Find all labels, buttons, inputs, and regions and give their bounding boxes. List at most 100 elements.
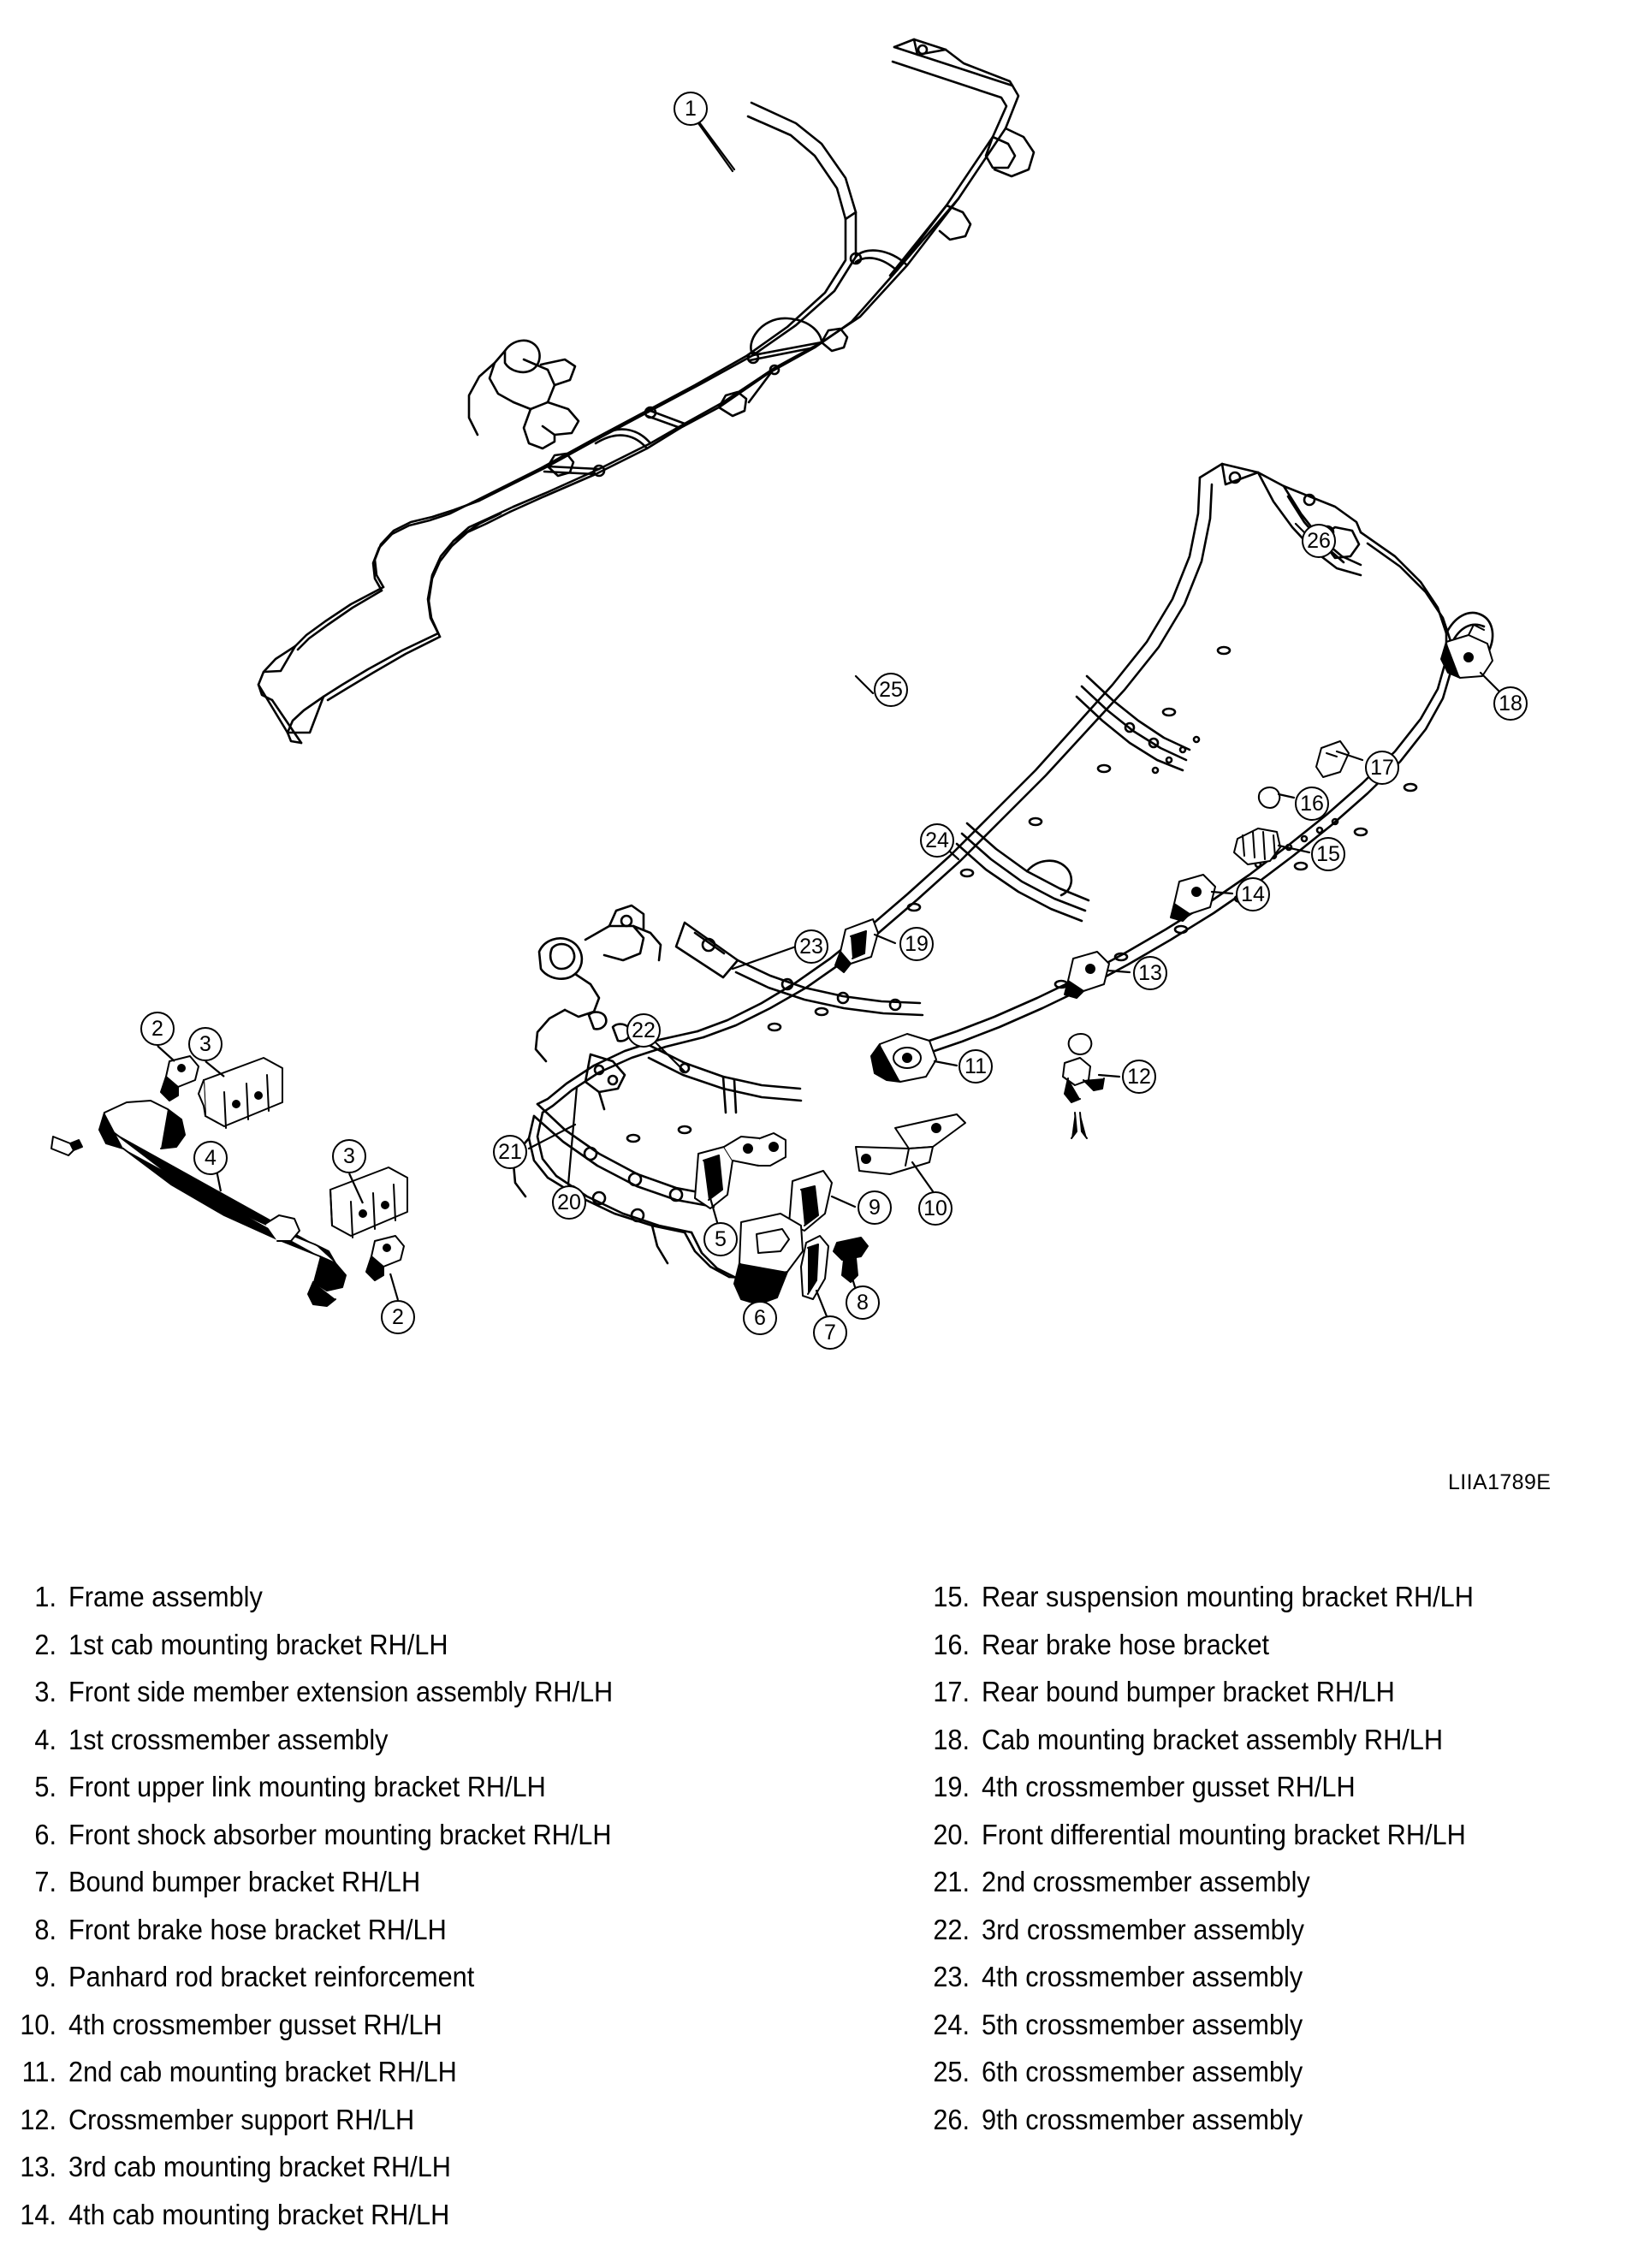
callout-22[interactable]: 22: [626, 1013, 661, 1048]
callout-4[interactable]: 4: [193, 1141, 228, 1175]
part-number: 20.: [933, 1818, 970, 1850]
part-number: 19.: [933, 1771, 970, 1802]
part-number: 22.: [933, 1913, 970, 1945]
part-label: 1st crossmember assembly: [68, 1723, 389, 1755]
callout-5[interactable]: 5: [703, 1222, 738, 1256]
part-label: Front shock absorber mounting bracket RH…: [68, 1818, 612, 1850]
part-label: 3rd cab mounting bracket RH/LH: [68, 2151, 451, 2182]
part-number: 15.: [933, 1581, 970, 1612]
callout-3-lower[interactable]: 3: [332, 1139, 366, 1173]
part-label: 3rd crossmember assembly: [982, 1913, 1304, 1945]
part-label: 4th cab mounting bracket RH/LH: [68, 2198, 450, 2230]
parts-list-row: 13. 3rd cab mounting bracket RH/LH: [15, 2143, 820, 2191]
callout-20[interactable]: 20: [552, 1185, 586, 1220]
parts-list-row: 8.Front brake hose bracket RH/LH: [15, 1906, 820, 1954]
parts-list-row: 20. Front differential mounting bracket R…: [929, 1811, 1639, 1859]
parts-list-row: 21.2nd crossmember assembly: [929, 1858, 1639, 1906]
part-label: Front upper link mounting bracket RH/LH: [68, 1771, 546, 1802]
part-number: 12.: [20, 2103, 56, 2135]
part-label: 1st cab mounting bracket RH/LH: [68, 1628, 448, 1660]
parts-list-row: 3.Front side member extension assembly R…: [15, 1668, 820, 1716]
parts-list-row: 15. Rear suspension mounting bracket RH/L…: [929, 1573, 1639, 1621]
parts-list-row: 4. 1st crossmember assembly: [15, 1716, 820, 1764]
callout-16[interactable]: 16: [1295, 787, 1329, 821]
part-number: 17.: [933, 1676, 970, 1707]
part-label: Crossmember support RH/LH: [68, 2103, 415, 2135]
frame-assembly-top-view: [257, 38, 1036, 745]
part-label: 5th crossmember assembly: [982, 2008, 1303, 2040]
callout-12[interactable]: 12: [1122, 1060, 1156, 1094]
callout-2-upper[interactable]: 2: [140, 1012, 175, 1046]
parts-list-row: 23. 4th crossmember assembly: [929, 1953, 1639, 2001]
part-number: 23.: [933, 1961, 970, 1992]
parts-list-row: 7. Bound bumper bracket RH/LH: [15, 1858, 820, 1906]
callout-17[interactable]: 17: [1365, 751, 1399, 785]
callout-10[interactable]: 10: [918, 1191, 953, 1226]
part-label: Rear brake hose bracket: [982, 1628, 1270, 1660]
parts-list-row: 10. 4th crossmember gusset RH/LH: [15, 2001, 820, 2049]
part-label: Bound bumper bracket RH/LH: [68, 1866, 421, 1897]
part-number: 10.: [20, 2008, 56, 2040]
parts-list-row: 11.2nd cab mounting bracket RH/LH: [15, 2048, 820, 2096]
parts-list-row: 19.4th crossmember gusset RH/LH: [929, 1763, 1639, 1811]
part-number: 4.: [34, 1723, 56, 1755]
parts-list-row: 25. 6th crossmember assembly: [929, 2048, 1639, 2096]
frame-diagram-svg: [50, 38, 1505, 1318]
part-label: Front brake hose bracket RH/LH: [68, 1913, 447, 1945]
parts-list-row: 24. 5th crossmember assembly: [929, 2001, 1639, 2049]
parts-list-row: 17. Rear bound bumper bracket RH/LH: [929, 1668, 1639, 1716]
callout-21[interactable]: 21: [493, 1135, 527, 1169]
callout-3-upper[interactable]: 3: [188, 1027, 223, 1061]
part-label: 2nd cab mounting bracket RH/LH: [68, 2056, 457, 2087]
callout-24[interactable]: 24: [920, 823, 954, 858]
part-label: Cab mounting bracket assembly RH/LH: [982, 1723, 1444, 1755]
callout-23[interactable]: 23: [794, 929, 828, 964]
part-number: 7.: [34, 1866, 56, 1897]
part-number: 18.: [933, 1723, 970, 1755]
callout-14[interactable]: 14: [1236, 877, 1270, 911]
part-label: Front differential mounting bracket RH/L…: [982, 1818, 1466, 1850]
callout-18[interactable]: 18: [1493, 686, 1528, 721]
callout-7[interactable]: 7: [813, 1315, 847, 1350]
part-label: 9th crossmember assembly: [982, 2103, 1303, 2135]
part-label: Panhard rod bracket reinforcement: [68, 1961, 475, 1992]
parts-list-right-column: 15. Rear suspension mounting bracket RH/L…: [929, 1573, 1639, 2143]
part-label: 6th crossmember assembly: [982, 2056, 1303, 2087]
parts-list-row: 2.1st cab mounting bracket RH/LH: [15, 1621, 820, 1669]
parts-list-row: 18. Cab mounting bracket assembly RH/LH: [929, 1716, 1639, 1764]
callout-19[interactable]: 19: [899, 927, 934, 961]
part-number: 21.: [933, 1866, 970, 1897]
part-number: 14.: [20, 2198, 56, 2230]
part-label: Frame assembly: [68, 1581, 263, 1612]
part-number: 25.: [933, 2056, 970, 2087]
part-number: 9.: [34, 1961, 56, 1992]
part-label: Rear suspension mounting bracket RH/LH: [982, 1581, 1474, 1612]
callout-9[interactable]: 9: [858, 1190, 892, 1225]
part-number: 13.: [20, 2151, 56, 2182]
callout-2-lower[interactable]: 2: [381, 1300, 415, 1334]
part-label: 4th crossmember assembly: [982, 1961, 1303, 1992]
figure-code: LIIA1789E: [1448, 1470, 1552, 1494]
part-number: 24.: [933, 2008, 970, 2040]
part-number: 3.: [34, 1676, 56, 1707]
part-label: 4th crossmember gusset RH/LH: [68, 2008, 442, 2040]
parts-list-row: 5. Front upper link mounting bracket RH/L…: [15, 1763, 820, 1811]
callout-11[interactable]: 11: [959, 1049, 993, 1084]
parts-list-row: 1.Frame assembly: [15, 1573, 820, 1621]
part-number: 6.: [34, 1818, 56, 1850]
callout-13[interactable]: 13: [1133, 956, 1167, 990]
callout-1[interactable]: 1: [674, 92, 708, 126]
parts-list-row: 26.9th crossmember assembly: [929, 2096, 1639, 2144]
callout-6[interactable]: 6: [743, 1301, 777, 1335]
part-label: Rear bound bumper bracket RH/LH: [982, 1676, 1395, 1707]
parts-list-row: 12. Crossmember support RH/LH: [15, 2096, 820, 2144]
callout-26[interactable]: 26: [1302, 524, 1336, 558]
callout-25[interactable]: 25: [874, 673, 908, 707]
callout-15[interactable]: 15: [1311, 837, 1345, 871]
parts-list-row: 16.Rear brake hose bracket: [929, 1621, 1639, 1669]
callout-8[interactable]: 8: [846, 1285, 880, 1320]
part-number: 5.: [34, 1771, 56, 1802]
exploded-bracket-parts: [50, 624, 1493, 1307]
